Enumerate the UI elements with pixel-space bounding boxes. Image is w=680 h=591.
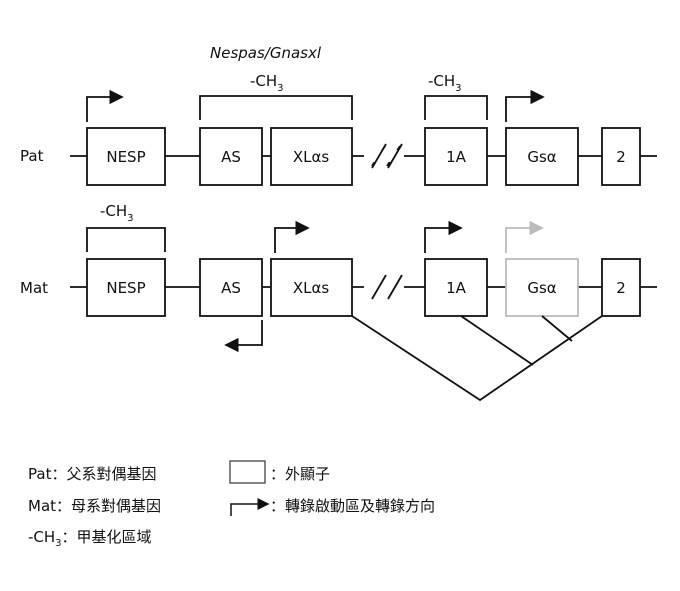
exon-label: XLαs (293, 279, 330, 297)
pat-label: Pat (20, 147, 44, 165)
pat-as-methyl-label: -CH3 (250, 72, 284, 94)
pat-exon-1a (424, 127, 488, 186)
legend-mat: Mat：母系對偶基因 (28, 497, 162, 515)
mat-1a-promoter-arrow (424, 220, 463, 253)
exon-label: NESP (106, 148, 145, 166)
pat-1a-methyl-bracket (424, 95, 488, 120)
pat-exon-as (199, 127, 263, 186)
mat-exon-gs-inactive (505, 258, 579, 317)
pat-exon-gs (505, 127, 579, 186)
mat-gs-promoter-arrow-inactive (505, 220, 544, 253)
legend-pat: Pat：父系對偶基因 (28, 465, 157, 483)
legend-promoter-arrow-icon (230, 498, 270, 516)
mat-exon-1a (424, 258, 488, 317)
legend-methyl: -CH3：甲基化區域 (28, 528, 152, 549)
mat-exon-xl (270, 258, 353, 317)
mat-exon-nesp (86, 258, 166, 317)
pat-break-mark (371, 143, 387, 169)
exon-label: AS (221, 148, 241, 166)
mat-break-mark (371, 274, 387, 300)
pat-allele: Pat (20, 89, 657, 186)
splice-gs (541, 315, 573, 342)
exon-label: 2 (616, 279, 626, 297)
mat-label: Mat (20, 279, 48, 297)
exon-label: 1A (446, 279, 467, 297)
mat-exon-as (199, 258, 263, 317)
pat-exon-2 (601, 127, 641, 186)
pat-exon-xl (270, 127, 353, 186)
mat-nesp-methyl-label: -CH3 (100, 202, 134, 224)
splice-1a (460, 315, 534, 366)
pat-gs-promoter-arrow (505, 89, 545, 122)
exon-label: AS (221, 279, 241, 297)
pat-as-xl-methyl-bracket (199, 95, 353, 120)
pat-exon-nesp (86, 127, 166, 186)
locus-title: Nespas/Gnasxl (210, 44, 322, 62)
exon-label: Gsα (527, 148, 556, 166)
pat-1a-methyl-label: -CH3 (428, 72, 462, 94)
mat-exon-2 (601, 258, 641, 317)
mat-as-antisense-arrow (224, 320, 263, 353)
splice-xl-to-exon2 (351, 315, 603, 402)
pat-nesp-promoter-arrow (86, 89, 124, 122)
legend-exon-box-icon (229, 460, 266, 484)
legend-exon: ：外顯子 (270, 465, 331, 483)
legend-promoter: ：轉錄啟動區及轉錄方向 (270, 497, 436, 515)
mat-allele: Mat (20, 220, 657, 402)
mat-xl-promoter-arrow (274, 220, 310, 253)
exon-label: 1A (446, 148, 467, 166)
exon-label: XLαs (293, 148, 330, 166)
exon-label: Gsα (527, 279, 556, 297)
exon-label: 2 (616, 148, 626, 166)
exon-label: NESP (106, 279, 145, 297)
mat-nesp-methyl-bracket (86, 227, 166, 252)
